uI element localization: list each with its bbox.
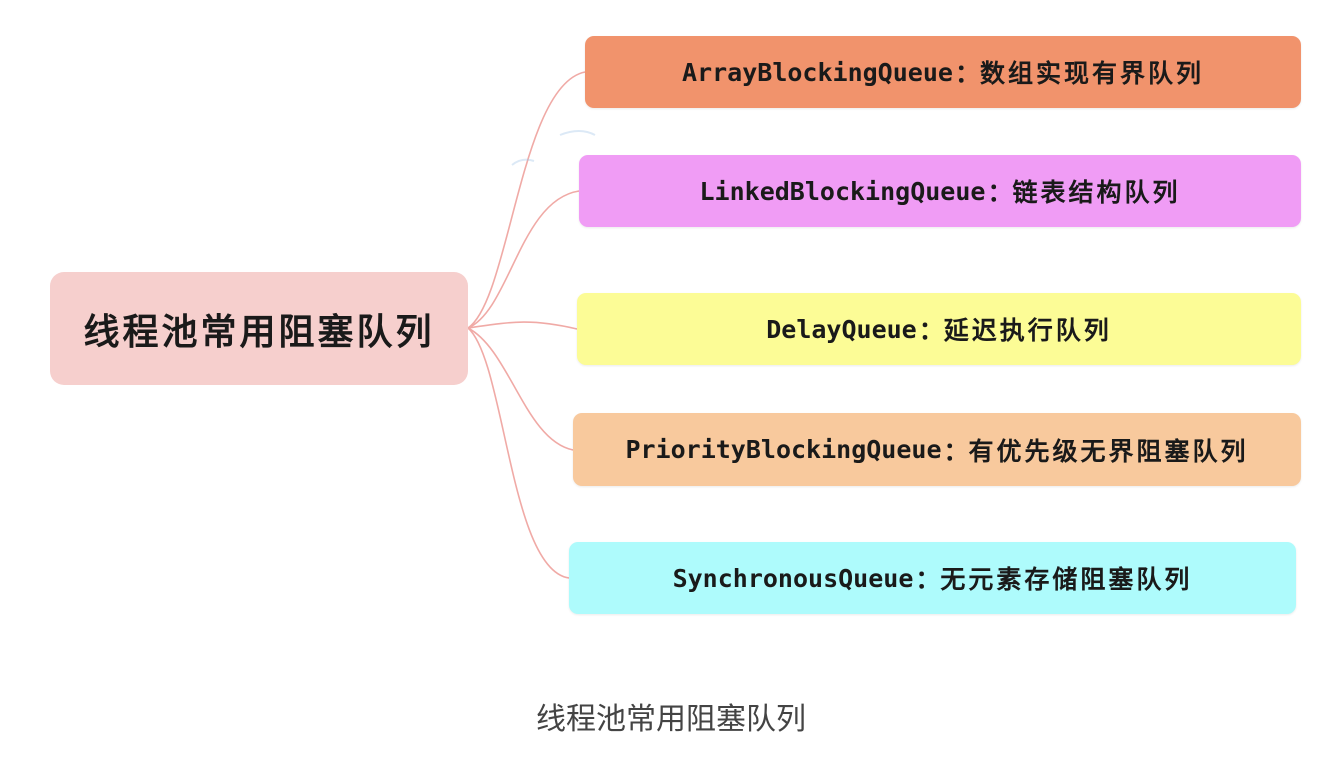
root-node: 线程池常用阻塞队列 <box>50 272 468 385</box>
branch-separator: ： <box>915 565 941 594</box>
branch-node-priority-blocking-queue: PriorityBlockingQueue：有优先级无界阻塞队列 <box>573 413 1301 486</box>
branch-node-synchronous-queue: SynchronousQueue：无元素存储阻塞队列 <box>569 542 1296 614</box>
figure-caption: 线程池常用阻塞队列 <box>536 702 806 737</box>
branch-separator: ： <box>918 316 944 345</box>
branch-description: 无元素存储阻塞队列 <box>940 565 1193 594</box>
branch-name: DelayQueue <box>766 314 917 344</box>
branch-description: 有优先级无界阻塞队列 <box>968 436 1249 466</box>
branch-name: LinkedBlockingQueue <box>699 176 986 206</box>
branch-name: ArrayBlockingQueue <box>682 57 953 87</box>
branch-description: 链表结构队列 <box>1012 178 1181 207</box>
connector-line <box>467 71 586 329</box>
branch-description: 延迟执行队列 <box>943 316 1112 345</box>
branch-name: PriorityBlockingQueue <box>625 435 942 464</box>
faint-decoration <box>511 130 596 166</box>
branch-separator: ： <box>954 59 980 88</box>
branch-description: 数组实现有界队列 <box>979 59 1204 88</box>
branch-node-delay-queue: DelayQueue：延迟执行队列 <box>577 293 1301 365</box>
branch-name: SynchronousQueue <box>672 563 914 593</box>
mind-map-diagram <box>467 71 596 579</box>
connector-line <box>467 190 580 329</box>
branch-node-array-blocking-queue: ArrayBlockingQueue：数组实现有界队列 <box>585 36 1301 108</box>
branch-node-linked-blocking-queue: LinkedBlockingQueue：链表结构队列 <box>579 155 1301 227</box>
connector-line <box>467 327 574 451</box>
branch-separator: ： <box>987 178 1013 207</box>
branch-separator: ： <box>943 436 969 466</box>
connector-line <box>467 321 578 330</box>
connector-line <box>467 327 570 579</box>
